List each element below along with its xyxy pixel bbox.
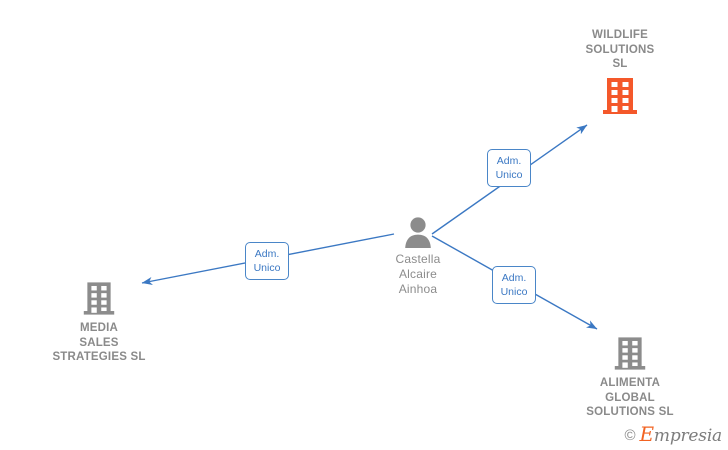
brand-initial: E [639,422,655,446]
copyright-icon: © [624,427,636,444]
edge-label-alimenta[interactable]: Adm. Unico [492,266,536,304]
node-label-wildlife-solutions: WILDLIFE SOLUTIONS SL [585,29,655,70]
node-label-media-sales-strategies: MEDIA SALES STRATEGIES SL [52,322,146,363]
building-icon [545,76,695,116]
node-label-alimenta-global-solutions: ALIMENTA GLOBAL SOLUTIONS SL [586,377,674,418]
edge-label-media-sales[interactable]: Adm. Unico [245,242,289,280]
node-alimenta-global-solutions[interactable]: ALIMENTA GLOBAL SOLUTIONS SL [555,335,705,420]
person-icon [343,216,493,248]
brand-wordmark: Empresia [640,424,723,446]
edge-label-wildlife[interactable]: Adm. Unico [487,149,531,187]
node-label-person: Castella Alcaire Ainhoa [395,252,441,296]
brand-rest: mpresia [653,426,722,446]
node-person-castella-alcaire-ainhoa[interactable]: Castella Alcaire Ainhoa [343,216,493,297]
building-icon [24,280,174,317]
building-icon [555,335,705,372]
node-wildlife-solutions[interactable]: WILDLIFE SOLUTIONS SL [545,28,695,116]
node-media-sales-strategies[interactable]: MEDIA SALES STRATEGIES SL [24,280,174,365]
empresia-watermark: © Empresia [624,424,723,446]
